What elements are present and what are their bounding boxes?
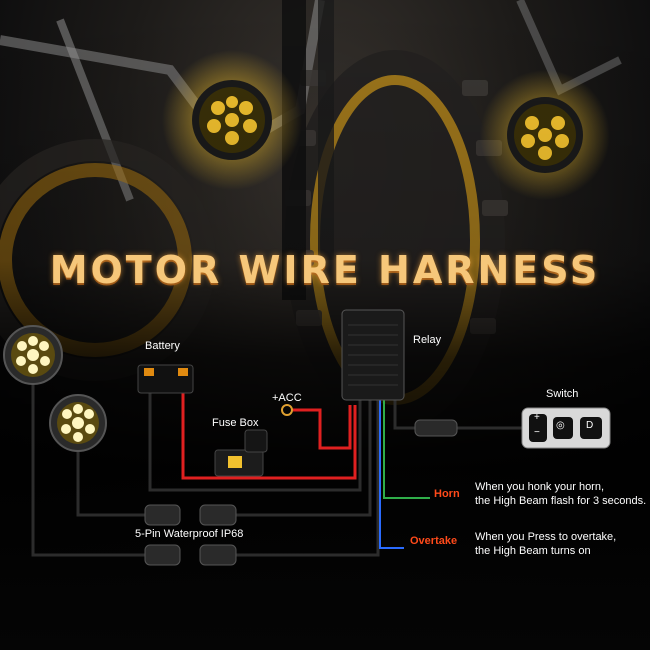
banner-title: MOTOR WIRE HARNESS — [49, 248, 601, 292]
wire-lamp2 — [76, 450, 145, 517]
connector-label: 5-Pin Waterproof IP68 — [135, 528, 244, 540]
wire-lamp1 — [31, 375, 145, 557]
fuse-box — [214, 429, 268, 477]
switch-button-right: D — [586, 420, 594, 431]
wire-connector-a — [236, 400, 372, 517]
switch-button-plus: + — [534, 412, 540, 423]
light-pod-1 — [3, 325, 63, 385]
overtake-description-line2: the High Beam turns on — [475, 545, 591, 557]
acc-ring-terminal — [281, 404, 293, 416]
relay-unit — [341, 309, 405, 401]
horn-description-line1: When you honk your horn, — [475, 481, 605, 493]
light-pod-2 — [49, 394, 107, 452]
wire-connector-b — [236, 400, 380, 557]
overtake-description-line1: When you Press to overtake, — [475, 531, 617, 543]
switch-label: Switch — [546, 388, 579, 400]
relay-label: Relay — [413, 334, 442, 346]
wire-battery-pos — [181, 385, 357, 480]
overtake-mode-label: Overtake — [410, 535, 458, 547]
wire-acc — [292, 405, 352, 450]
horn-mode-label: Horn — [434, 488, 460, 500]
battery-unit — [137, 364, 194, 394]
wire-switch — [393, 395, 530, 430]
connector-pair-top — [144, 504, 237, 526]
horn-description-line2: the High Beam flash for 3 seconds. — [475, 495, 647, 507]
switch-panel — [521, 407, 611, 449]
overtake-description: When you Press to overtake, the High Bea… — [475, 530, 616, 558]
horn-description: When you honk your horn, the High Beam f… — [475, 480, 646, 508]
acc-label: +ACC — [272, 392, 302, 404]
connector-pair-bottom — [144, 544, 237, 566]
fuse-box-label: Fuse Box — [212, 417, 259, 429]
wire-overtake — [379, 400, 404, 549]
switch-button-mid: ◎ — [556, 420, 565, 431]
switch-connector — [414, 419, 458, 437]
battery-label: Battery — [145, 340, 180, 352]
wire-battery-neg — [148, 385, 362, 492]
wire-horn — [383, 400, 430, 499]
switch-button-minus: − — [534, 427, 540, 438]
